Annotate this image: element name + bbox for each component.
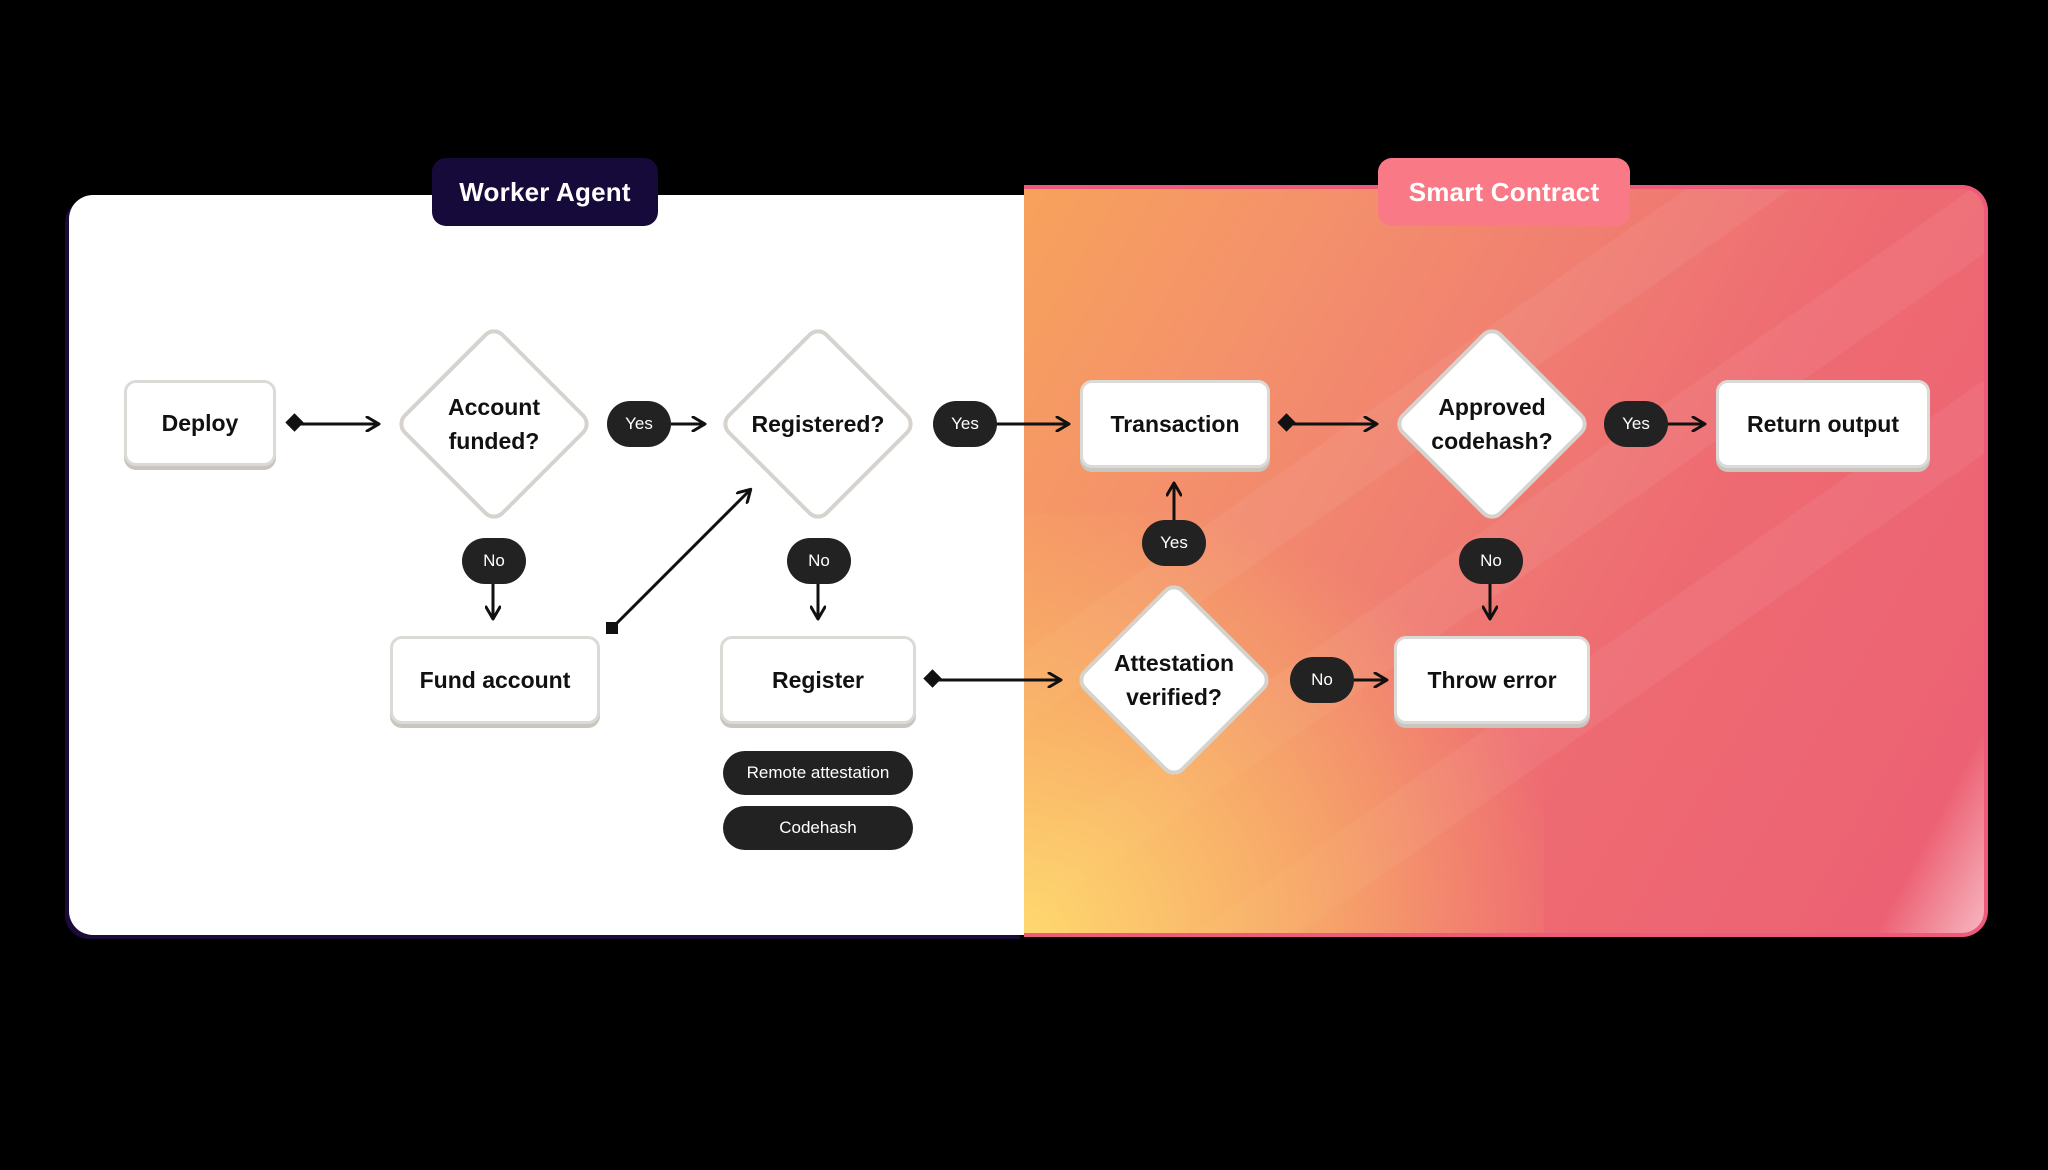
codehash-tag: Codehash <box>723 806 913 850</box>
account-funded-label: Account funded? <box>394 324 594 524</box>
throw-error-label: Throw error <box>1427 666 1557 693</box>
attestation-verified-line1: Attestation <box>1113 650 1235 676</box>
fund-account-node: Fund account <box>390 636 600 724</box>
yes-badge-return-output: Yes <box>1604 401 1668 447</box>
approved-codehash-line1: Approved <box>1438 394 1546 420</box>
diamond-endpoint <box>923 669 942 688</box>
deploy-node: Deploy <box>124 380 276 466</box>
square-endpoint <box>606 622 618 634</box>
no-badge-attestation: No <box>1290 657 1354 703</box>
account-funded-decision: Account funded? <box>393 323 595 525</box>
transaction-label: Transaction <box>1110 410 1240 437</box>
approved-codehash-label: Approved codehash? <box>1392 324 1592 524</box>
registered-text: Registered? <box>751 411 885 437</box>
smart-contract-label: Smart Contract <box>1378 158 1630 226</box>
register-label: Register <box>771 666 865 693</box>
yes-badge-registered: Yes <box>607 401 671 447</box>
return-output-label: Return output <box>1746 410 1899 437</box>
account-funded-line1: Account <box>448 394 540 420</box>
fund-account-label: Fund account <box>419 666 571 693</box>
diamond-endpoint <box>1277 413 1296 432</box>
worker-agent-label: Worker Agent <box>432 158 658 226</box>
arrow-fund-to-registered <box>610 490 750 630</box>
attestation-verified-decision: Attestation verified? <box>1073 579 1275 781</box>
diamond-endpoint <box>285 413 304 432</box>
throw-error-node: Throw error <box>1394 636 1590 724</box>
no-badge-register: No <box>787 538 851 584</box>
attestation-verified-label: Attestation verified? <box>1074 580 1274 780</box>
yes-badge-attestation: Yes <box>1142 520 1206 566</box>
remote-attestation-tag: Remote attestation <box>723 751 913 795</box>
deploy-label: Deploy <box>161 409 239 436</box>
registered-decision: Registered? <box>717 323 919 525</box>
yes-badge-transaction: Yes <box>933 401 997 447</box>
no-badge-fund-account: No <box>462 538 526 584</box>
attestation-verified-line2: verified? <box>1126 684 1222 710</box>
return-output-node: Return output <box>1716 380 1930 468</box>
transaction-node: Transaction <box>1080 380 1270 468</box>
register-node: Register <box>720 636 916 724</box>
registered-label: Registered? <box>718 324 918 524</box>
approved-codehash-decision: Approved codehash? <box>1391 323 1593 525</box>
account-funded-line2: funded? <box>448 428 540 454</box>
no-badge-throw-error: No <box>1459 538 1523 584</box>
approved-codehash-line2: codehash? <box>1431 428 1553 454</box>
